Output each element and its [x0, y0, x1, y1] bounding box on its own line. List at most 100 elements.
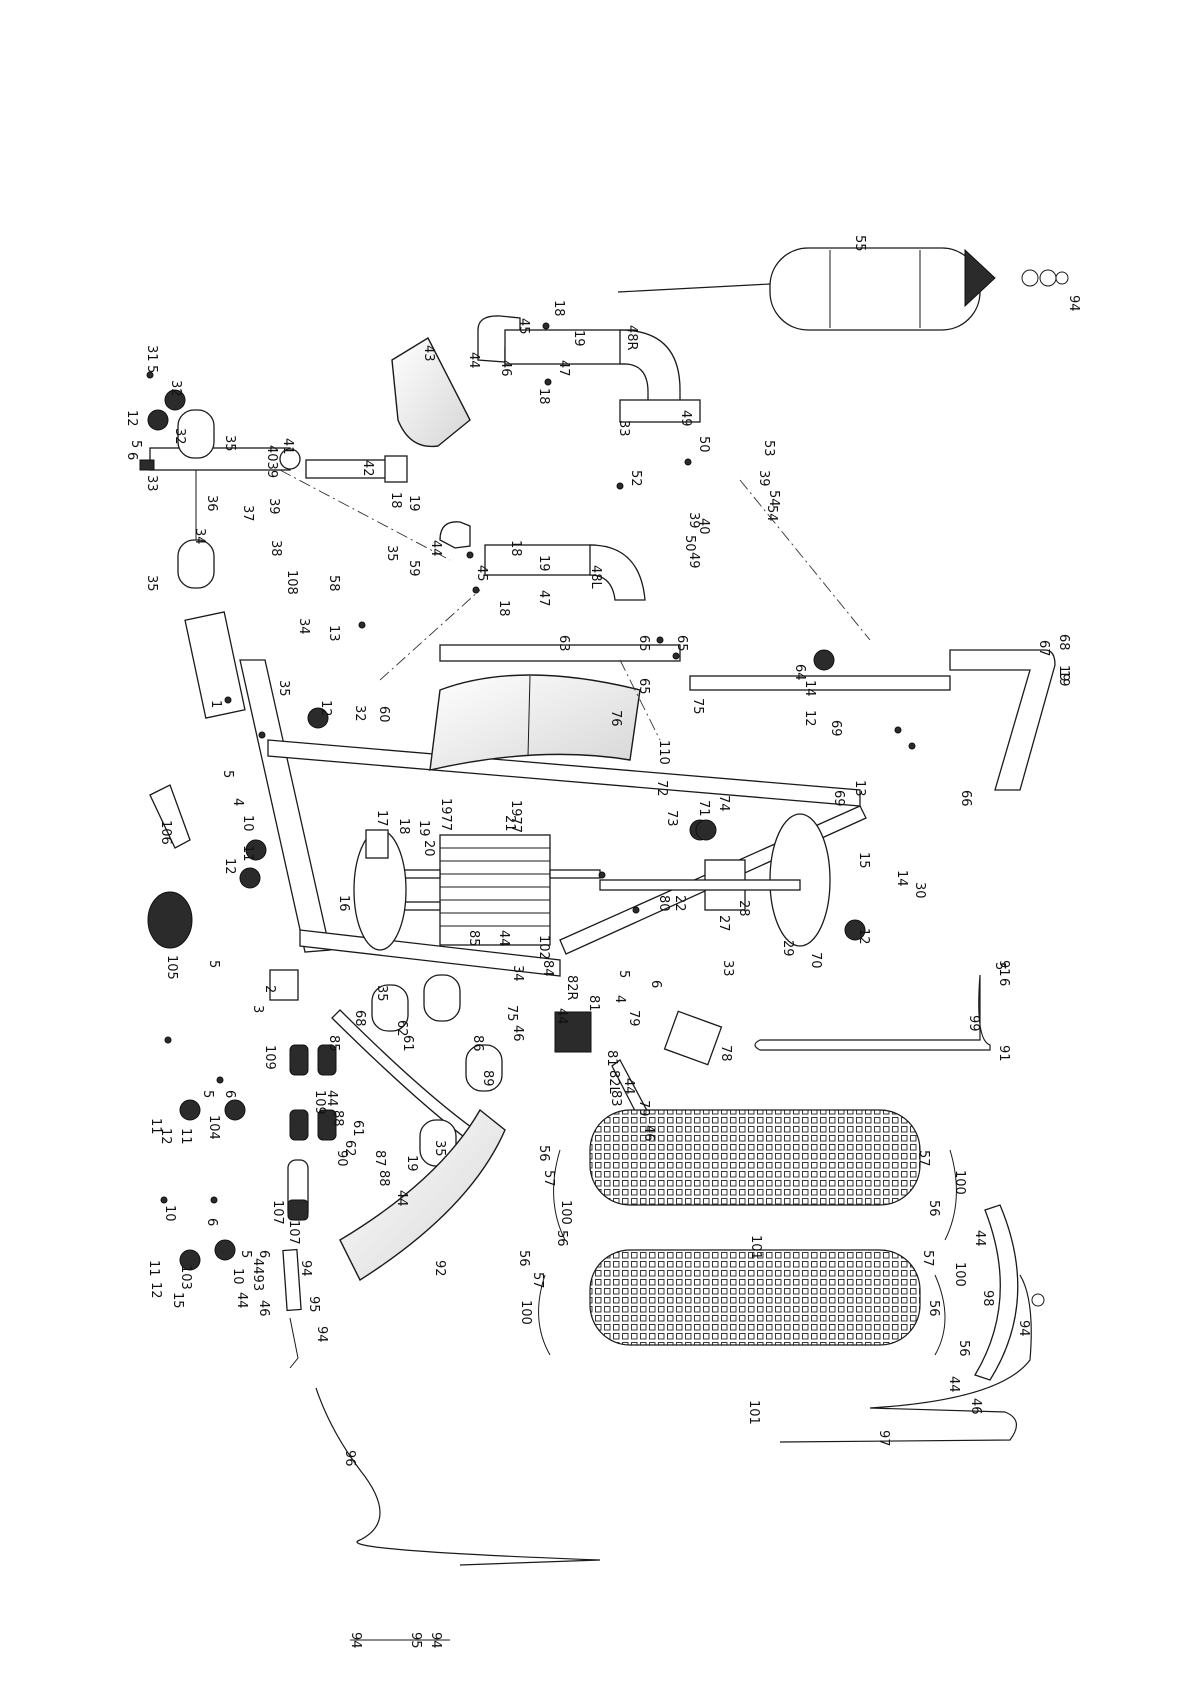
part-callout: 82L: [606, 1070, 621, 1095]
part-callout: 61: [400, 1035, 415, 1052]
part-callout: 100: [558, 1200, 573, 1225]
part-callout: 84: [540, 960, 555, 977]
preacher-pad: [339, 1108, 506, 1282]
part-callout: 57: [530, 1272, 545, 1289]
part-callout: 46: [968, 1398, 983, 1415]
part-callout: 94: [1066, 295, 1081, 312]
part-callout: 16: [336, 895, 351, 912]
part-callout: 18: [508, 540, 523, 557]
part-callout: 79: [636, 1100, 651, 1117]
part-callout: 41: [280, 438, 295, 455]
part-callout: 44: [324, 1090, 339, 1107]
part-callout: 30: [912, 882, 927, 899]
part-callout: 19: [571, 330, 586, 347]
leg-developer-upper: [139, 409, 301, 589]
part-callout: 39: [266, 498, 281, 515]
fasteners: [146, 322, 916, 1204]
part-callout: 71: [696, 800, 711, 817]
part-callout: 5: [200, 1090, 215, 1098]
part-callout: 46: [641, 1125, 656, 1142]
part-callout: 12: [222, 858, 237, 875]
ankle-strap-cables: [282, 974, 991, 1641]
part-callout: 47: [536, 590, 551, 607]
part-callout: 13: [852, 780, 867, 797]
part-callout: 12: [158, 1128, 173, 1145]
part-callout: 61: [350, 1120, 365, 1137]
part-callout: 11: [240, 845, 255, 862]
part-callout: 5: [206, 960, 221, 968]
part-callout: 5: [238, 1250, 253, 1258]
part-callout: 19: [536, 555, 551, 572]
part-callout: 2: [262, 985, 277, 993]
part-callout: 56: [536, 1145, 551, 1162]
part-callout: 48L: [588, 565, 603, 590]
part-callout: 31: [144, 345, 159, 362]
part-callout: 79: [626, 1010, 641, 1027]
part-callout: 82R: [564, 975, 579, 1001]
part-callout: 95: [408, 1632, 423, 1649]
part-callout: 80: [656, 895, 671, 912]
part-callout: 15: [856, 852, 871, 869]
part-callout: 94: [428, 1632, 443, 1649]
part-callout: 35: [276, 680, 291, 697]
assembly-guides: [279, 469, 871, 741]
part-callout: 56: [516, 1250, 531, 1267]
part-callout: 12: [318, 700, 333, 717]
part-callout: 44: [972, 1230, 987, 1247]
foam-roller: [177, 539, 215, 589]
part-callout: 67: [1036, 640, 1051, 657]
part-callout: 39: [756, 470, 771, 487]
part-callout: 56: [554, 1230, 569, 1247]
part-callout: 19: [1056, 665, 1071, 682]
part-callout: 87: [372, 1150, 387, 1167]
part-callout: 92: [432, 1260, 447, 1277]
part-callout: 94: [314, 1326, 329, 1343]
part-callout: 102: [536, 935, 551, 960]
part-callout: 5: [616, 970, 631, 978]
part-callout: 46: [498, 360, 513, 377]
part-callout: 19: [1056, 670, 1071, 687]
mesh-guard: [589, 1109, 921, 1206]
part-callout: 44: [234, 1292, 249, 1309]
part-callout: 50: [682, 535, 697, 552]
part-callout: 55: [852, 235, 867, 252]
part-callout: 65: [636, 635, 651, 652]
part-callout: 46: [256, 1300, 271, 1317]
part-callout: 5: [144, 365, 159, 373]
part-callout: 10: [162, 1205, 177, 1222]
part-callout: 107: [286, 1220, 301, 1245]
part-callout: 43: [421, 345, 436, 362]
part-callout: 33: [616, 420, 631, 437]
part-callout: 96: [342, 1450, 357, 1467]
press-arm-left: [439, 521, 646, 601]
part-callout: 106: [158, 820, 173, 845]
part-callout: 5: [220, 770, 235, 778]
part-callout: 68: [1056, 634, 1071, 651]
part-callout: 108: [284, 570, 299, 595]
part-callout: 109: [312, 1090, 327, 1115]
part-callout: 19: [416, 820, 431, 837]
part-callout: 11: [178, 1128, 193, 1145]
guard-covers: [538, 1109, 957, 1356]
part-callout: 101: [748, 1235, 763, 1260]
part-callout: 4: [230, 798, 245, 806]
part-callout: 29: [780, 940, 795, 957]
part-callout: 59: [406, 560, 421, 577]
part-callout: 6: [256, 1250, 271, 1258]
part-callout: 62: [342, 1140, 357, 1157]
part-callout: 88: [330, 1110, 345, 1127]
part-callout: 18: [396, 818, 411, 835]
part-callout: 50: [696, 436, 711, 453]
part-callout: 100: [518, 1300, 533, 1325]
part-callout: 10: [230, 1268, 245, 1285]
part-callout: 20: [421, 840, 436, 857]
part-callout: 88: [376, 1170, 391, 1187]
part-callout: 32: [352, 705, 367, 722]
part-callout: 69: [831, 790, 846, 807]
part-callout: 75: [690, 698, 705, 715]
part-callout: 4493: [250, 1258, 265, 1291]
press-arm-right: [477, 315, 701, 423]
lat-bar-and-cable: [779, 1204, 1045, 1443]
part-callout: 35: [374, 985, 389, 1002]
